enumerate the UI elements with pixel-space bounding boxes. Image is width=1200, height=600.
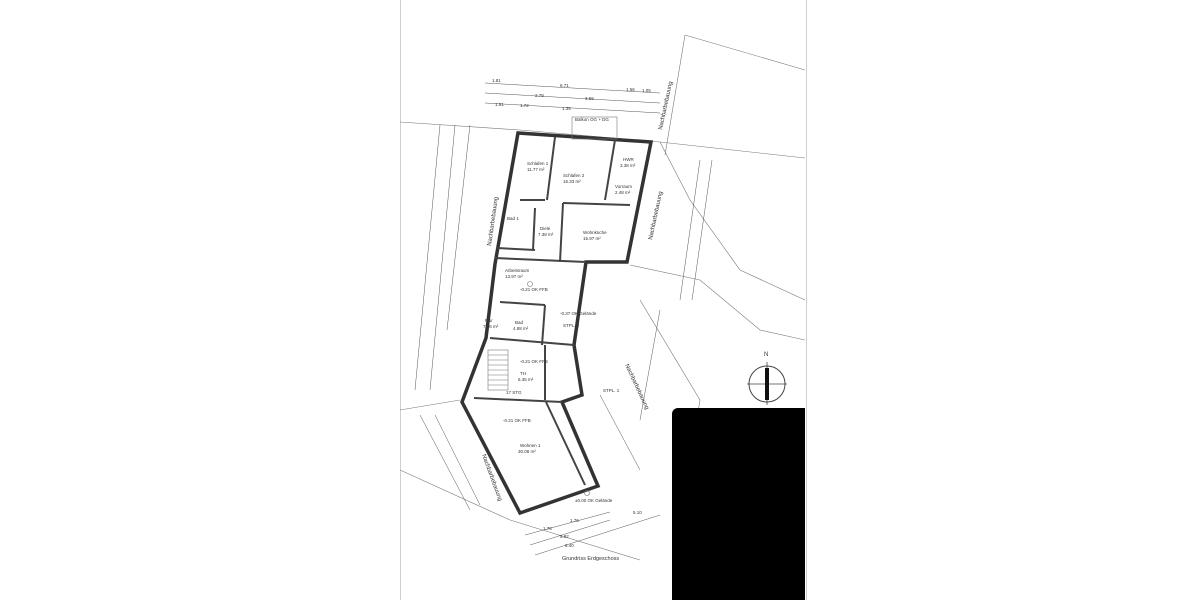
- room-name: Schlafen 2: [563, 173, 585, 178]
- room-area: 15.97 m²: [583, 236, 601, 241]
- room-area: 3.38 m²: [620, 163, 636, 168]
- room-name: Diele: [540, 226, 551, 231]
- level-ffb-2: -0.21 OK FFB: [520, 359, 548, 364]
- room-name: Arbeitsraum: [505, 268, 530, 273]
- room-name: STPL. 1: [603, 388, 620, 393]
- interior-walls: [473, 136, 631, 486]
- dimension: 6.40: [565, 543, 574, 548]
- room-name: Bad 1: [507, 216, 519, 221]
- dimension: 1.81: [492, 78, 501, 83]
- neighbor-label-right: Nachbarbebauung: [648, 191, 664, 241]
- drawing-title: Grundriss Erdgeschoss: [562, 556, 619, 562]
- neighbor-lines: [399, 34, 806, 561]
- neighbor-label-lower-right: Nachbarbebauung: [623, 363, 649, 410]
- dimension: 5.92: [560, 534, 569, 539]
- balcony-label: Balkon OG + DG: [575, 117, 609, 122]
- dimension: 1.76: [570, 518, 579, 523]
- dimension: 1.56: [626, 87, 635, 92]
- north-label: N: [764, 352, 768, 358]
- dimension-texts: 1.81 6.71 1.56 1.05 2.79 3.68 1.61 1.72 …: [492, 78, 651, 548]
- level-ground-zero: ±0.00 OK Gelände: [575, 498, 613, 503]
- room-area: 30.08 m²: [518, 449, 536, 454]
- level-ground-side: -0.37 OK Gelände: [560, 311, 597, 316]
- dimension: 1.72: [520, 103, 529, 108]
- room-area: 7.36 m²: [483, 324, 499, 329]
- dimension: 1.35: [562, 106, 571, 111]
- room-area: 13.97 m²: [505, 274, 523, 279]
- room-name: HWR: [623, 157, 634, 162]
- room-area: 6.35 m²: [518, 377, 534, 382]
- room-area: 4.88 m²: [513, 326, 529, 331]
- dimension: 2.79: [535, 93, 544, 98]
- room-name: Vorraum: [615, 184, 632, 189]
- dimension: 5.10: [633, 510, 642, 515]
- room-labels: Schlafen 1 11.77 m² Schlafen 2 16.33 m² …: [483, 157, 636, 454]
- dimension: 1.76: [543, 526, 552, 531]
- dimension-lines: [414, 82, 713, 556]
- dimension: 3.68: [585, 96, 594, 101]
- dimension: 6.71: [560, 83, 569, 88]
- room-area: 2.48 m²: [615, 190, 631, 195]
- staircase: [487, 349, 509, 391]
- room-name: Schlafen 1: [527, 161, 549, 166]
- room-name: Bad: [515, 320, 524, 325]
- room-area: 16.33 m²: [563, 179, 581, 184]
- redaction-block: [672, 408, 805, 600]
- level-markers: -0.21 OK FFB -0.37 OK Gelände -0.21 OK F…: [503, 281, 613, 503]
- room-area: 11.77 m²: [527, 167, 545, 172]
- level-ffb-3: -0.21 OK FFB: [503, 418, 531, 423]
- room-name: Flur: [485, 318, 493, 323]
- room-name: Wohnen 1: [520, 443, 541, 448]
- room-area: 7.38 m²: [538, 232, 554, 237]
- north-arrow-icon: N: [747, 352, 787, 405]
- dimension: 1.05: [642, 88, 651, 93]
- room-name: TH: [520, 371, 526, 376]
- stairs-label: 17 STG: [506, 390, 522, 395]
- room-name: Wohnküche: [583, 230, 607, 235]
- neighbor-label-top-right: Nachbarbebauung: [658, 81, 674, 131]
- room-name: STPL. 2: [563, 323, 580, 328]
- level-ffb: -0.21 OK FFB: [520, 287, 548, 292]
- dimension: 1.61: [495, 102, 504, 107]
- balcony-outline: [571, 116, 618, 140]
